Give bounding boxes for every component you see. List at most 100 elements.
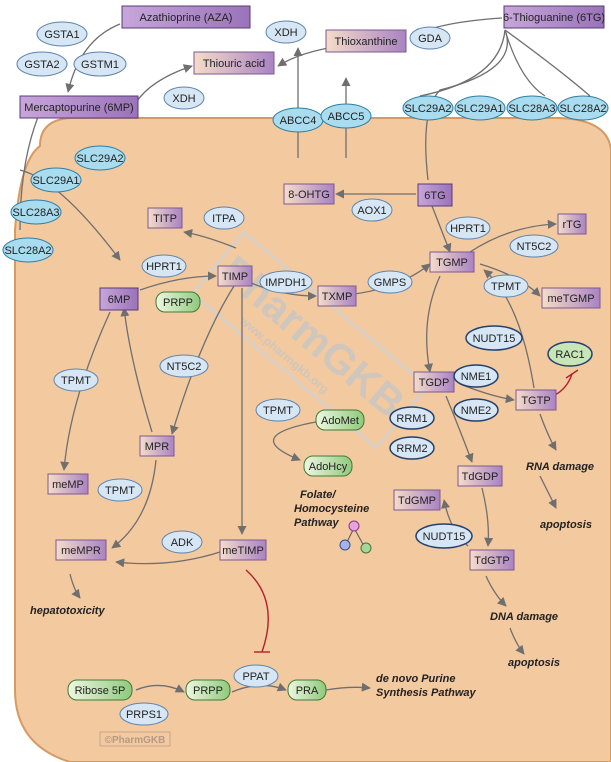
cofactor-adomet[interactable]: AdoMet: [315, 409, 365, 431]
enzyme-xdh-top[interactable]: XDH: [265, 20, 307, 44]
drug-tdgdp[interactable]: TdGDP: [457, 465, 503, 487]
enzyme-tpmt-mid[interactable]: TPMT: [255, 398, 301, 422]
enzyme-abcc4[interactable]: ABCC4: [272, 107, 324, 133]
enzyme-gsta1-label: GSTA1: [44, 29, 79, 41]
drug-timp[interactable]: TIMP: [217, 265, 253, 287]
cofactor-rac1[interactable]: RAC1: [547, 341, 593, 367]
enzyme-rrm1-label: RRM1: [396, 413, 427, 425]
drug-tgtp[interactable]: TGTP: [515, 389, 557, 411]
enzyme-nodes: GSTA1 GSTA2 GSTM1 XDH GDA XDH ABCC4 ABCC…: [2, 20, 609, 726]
drug-rtg-label: rTG: [563, 219, 582, 231]
drug-tdgtp[interactable]: TdGTP: [469, 549, 515, 571]
drug-thiouric[interactable]: Thiouric acid: [193, 51, 275, 75]
drug-thioxanthine-label: Thioxanthine: [335, 36, 398, 48]
enzyme-slc29a1-left-label: SLC29A1: [32, 175, 79, 187]
enzyme-gda[interactable]: GDA: [409, 26, 451, 50]
cofactor-prpp-top[interactable]: PRPP: [155, 291, 201, 313]
enzyme-slc29a2-right-label: SLC29A2: [404, 103, 451, 115]
enzyme-slc29a2-right[interactable]: SLC29A2: [402, 95, 454, 121]
enzyme-prps1[interactable]: PRPS1: [119, 702, 169, 726]
cofactor-pra[interactable]: PRA: [287, 679, 327, 701]
drug-metimp[interactable]: meTIMP: [219, 539, 267, 561]
enzyme-rrm2[interactable]: RRM2: [389, 436, 435, 460]
drug-6mp-outer[interactable]: Mercaptopurine (6MP): [19, 95, 139, 119]
drug-6tg-outer-label: 6-Thioguanine (6TG): [503, 12, 605, 24]
enzyme-prps1-label: PRPS1: [126, 709, 162, 721]
enzyme-nme2[interactable]: NME2: [453, 398, 499, 422]
cofactor-adomet-label: AdoMet: [321, 415, 359, 427]
drug-mpr[interactable]: MPR: [139, 435, 175, 457]
drug-mpr-label: MPR: [145, 441, 170, 453]
cofactor-ribose[interactable]: Ribose 5P: [67, 679, 133, 701]
enzyme-tpmt-right[interactable]: TPMT: [483, 274, 529, 298]
enzyme-aox1[interactable]: AOX1: [351, 198, 393, 222]
enzyme-rrm1[interactable]: RRM1: [389, 406, 435, 430]
drug-tgdp[interactable]: TGDP: [413, 371, 455, 393]
drug-thiouric-label: Thiouric acid: [203, 58, 265, 70]
drug-timp-label: TIMP: [222, 271, 248, 283]
drug-rtg[interactable]: rTG: [557, 213, 587, 235]
drug-metgmp[interactable]: meTGMP: [541, 287, 601, 309]
cofactor-adohcy[interactable]: AdoHcy: [303, 455, 353, 477]
enzyme-nudt15-bottom[interactable]: NUDT15: [415, 523, 473, 549]
enzyme-nt5c2-right-label: NT5C2: [517, 241, 552, 253]
enzyme-tpmt-left1-label: TPMT: [61, 375, 91, 387]
enzyme-hprt1-right-label: HPRT1: [450, 223, 486, 235]
enzyme-abcc4-label: ABCC4: [280, 115, 317, 127]
enzyme-gstm1[interactable]: GSTM1: [73, 51, 127, 77]
drug-mempr[interactable]: meMPR: [55, 539, 107, 561]
enzyme-tpmt-mid-label: TPMT: [263, 405, 293, 417]
apoptosis-label-1: apoptosis: [540, 519, 592, 531]
enzyme-slc28a3-right[interactable]: SLC28A3: [506, 95, 558, 121]
enzyme-slc29a1-right[interactable]: SLC29A1: [454, 95, 506, 121]
enzyme-impdh1[interactable]: IMPDH1: [259, 270, 313, 294]
drug-tdgmp[interactable]: TdGMP: [393, 489, 441, 511]
drug-aza-label: Azathioprine (AZA): [140, 12, 233, 24]
drug-txmp[interactable]: TXMP: [317, 285, 357, 307]
enzyme-nt5c2-right[interactable]: NT5C2: [509, 234, 559, 258]
enzyme-slc28a2-right-label: SLC28A2: [559, 103, 606, 115]
drug-6tg-outer[interactable]: 6-Thioguanine (6TG): [503, 5, 605, 29]
drug-aza[interactable]: Azathioprine (AZA): [121, 5, 251, 29]
enzyme-tpmt-left2[interactable]: TPMT: [97, 478, 143, 502]
enzyme-impdh1-label: IMPDH1: [265, 277, 307, 289]
enzyme-abcc5[interactable]: ABCC5: [320, 103, 372, 129]
enzyme-gsta2[interactable]: GSTA2: [16, 51, 68, 77]
enzyme-itpa-label: ITPA: [212, 213, 236, 225]
enzyme-gsta1[interactable]: GSTA1: [36, 21, 88, 47]
enzyme-aox1-label: AOX1: [357, 205, 386, 217]
drug-titp[interactable]: TITP: [147, 207, 183, 229]
cofactor-nodes: PRPP RAC1 AdoMet AdoHcy Ribose 5P PRPP P…: [67, 291, 593, 701]
drug-titp-label: TITP: [153, 213, 177, 225]
enzyme-hprt1-left[interactable]: HPRT1: [141, 254, 187, 278]
cofactor-prpp-bottom[interactable]: PRPP: [185, 679, 231, 701]
enzyme-slc29a2-left[interactable]: SLC29A2: [74, 145, 126, 171]
enzyme-adk[interactable]: ADK: [161, 530, 203, 554]
enzyme-tpmt-left1[interactable]: TPMT: [53, 368, 99, 392]
folate-label-3: Pathway: [294, 517, 340, 529]
enzyme-slc28a2-right[interactable]: SLC28A2: [557, 95, 609, 121]
enzyme-gda-label: GDA: [418, 33, 443, 45]
drug-memp[interactable]: meMP: [47, 473, 89, 495]
outcome-labels: RNA damage apoptosis DNA damage apoptosi…: [30, 461, 594, 699]
drug-thioxanthine[interactable]: Thioxanthine: [325, 29, 407, 53]
drug-metgmp-label: meTGMP: [547, 293, 594, 305]
enzyme-nme1[interactable]: NME1: [453, 364, 499, 388]
enzyme-nudt15-top[interactable]: NUDT15: [465, 325, 523, 351]
enzyme-nt5c2-left[interactable]: NT5C2: [159, 354, 209, 378]
enzyme-slc28a2-left[interactable]: SLC28A2: [2, 237, 54, 263]
drug-6mp-in[interactable]: 6MP: [99, 287, 139, 311]
drug-8ohtg[interactable]: 8-OHTG: [283, 183, 335, 205]
enzyme-itpa[interactable]: ITPA: [203, 206, 245, 230]
drug-6tg-in[interactable]: 6TG: [417, 183, 453, 207]
enzyme-slc28a3-left[interactable]: SLC28A3: [10, 199, 62, 225]
enzyme-xdh-left[interactable]: XDH: [163, 86, 205, 110]
cofactor-adohcy-label: AdoHcy: [309, 461, 348, 473]
enzyme-adk-label: ADK: [171, 537, 194, 549]
drug-tgmp[interactable]: TGMP: [429, 251, 475, 273]
enzyme-slc29a1-left[interactable]: SLC29A1: [30, 167, 82, 193]
enzyme-hprt1-right[interactable]: HPRT1: [445, 216, 491, 240]
enzyme-ppat[interactable]: PPAT: [233, 664, 279, 688]
enzyme-gmps[interactable]: GMPS: [367, 270, 413, 294]
